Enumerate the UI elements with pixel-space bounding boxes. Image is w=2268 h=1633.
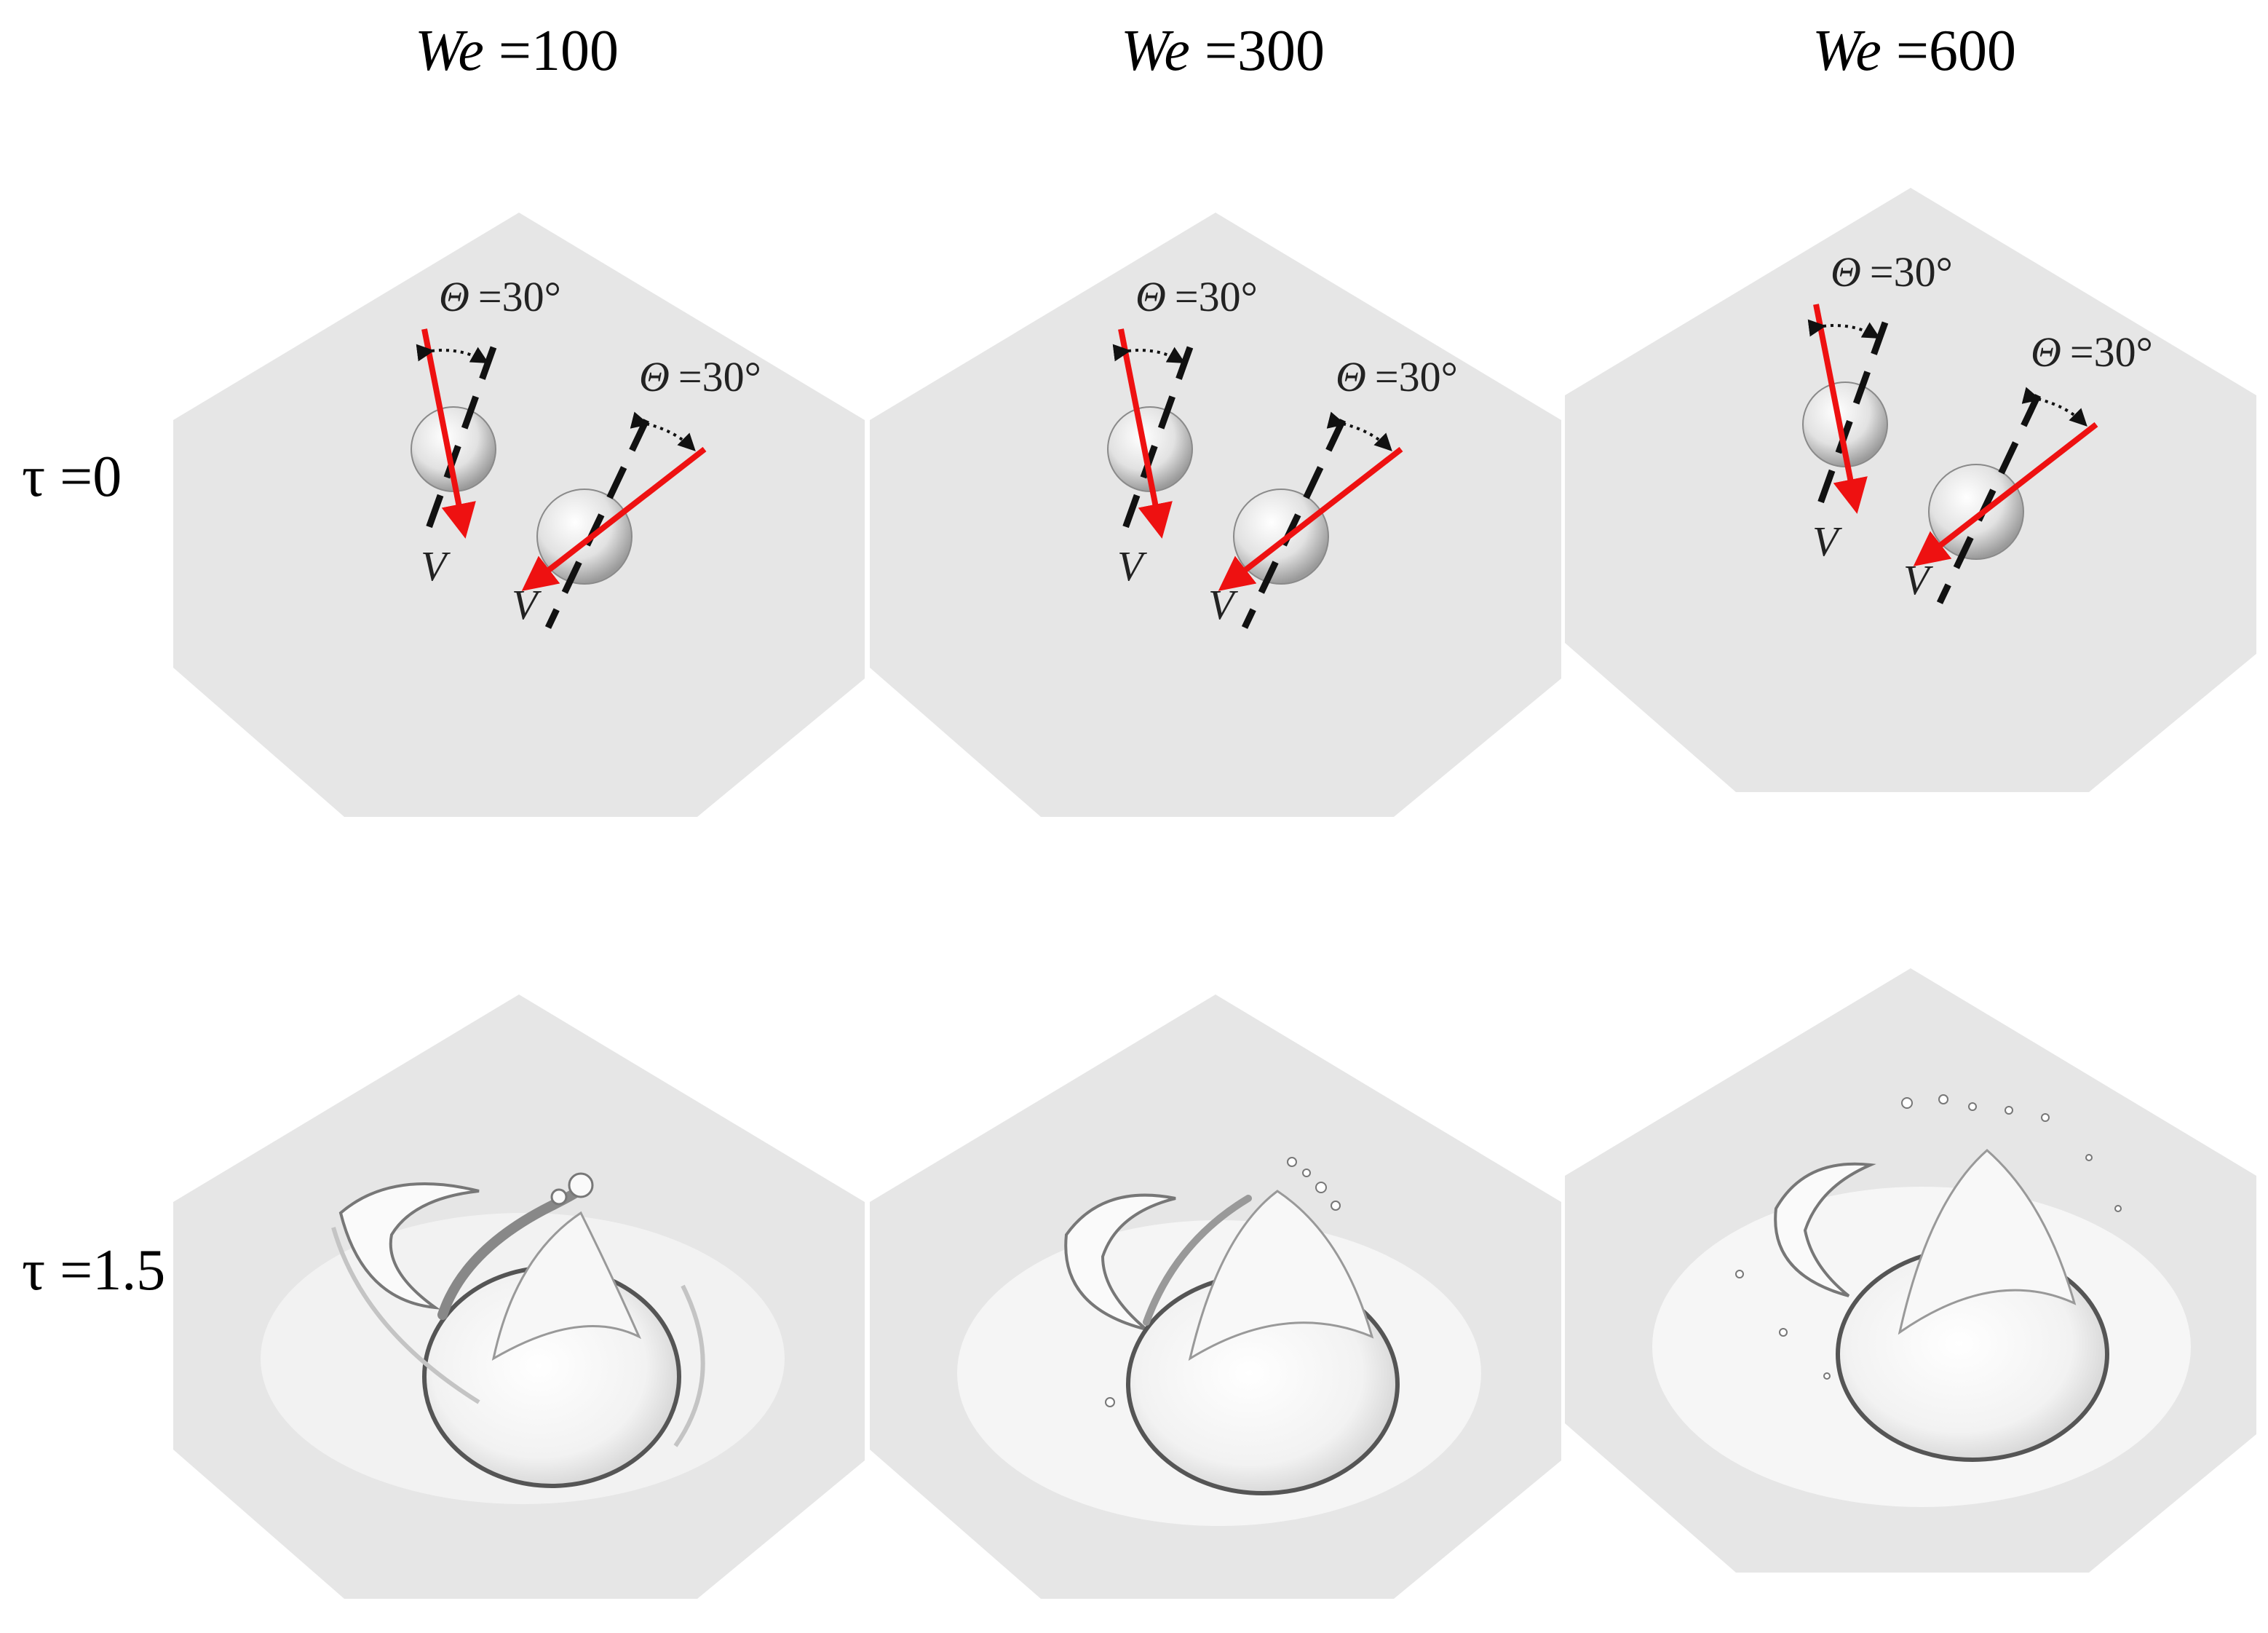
ligament [1143,1195,1252,1326]
satellite-droplet [1968,1102,1977,1111]
satellite-droplet [568,1172,594,1198]
satellite-droplet [2041,1113,2050,1122]
panel-we300-tau1-5 [870,995,1561,1599]
panel-we100-tau1-5 [173,995,865,1599]
angle-value: =30° [2070,328,2153,376]
panel-we300-tau0: Θ=30° V Θ=30° V [870,213,1561,817]
satellite-droplet [1901,1097,1913,1109]
angle-symbol: Θ [439,273,469,320]
satellite-droplet [1315,1182,1327,1193]
plate [1565,188,2256,792]
angle-value: =30° [1375,353,1458,400]
tau-value: =0 [60,445,122,509]
plate [173,213,865,817]
satellite-droplet [1302,1169,1311,1177]
axis-line [1241,419,1347,629]
panel-we100-tau0: Θ=30° V Θ=30° V [173,213,865,817]
tau-value: =1.5 [60,1238,166,1302]
angle-value: =30° [1870,248,1953,296]
svg-text:Θ=30°: Θ=30° [1831,248,1953,296]
velocity-arrow [1913,422,2098,566]
panel-we600-tau1-5 [1565,968,2256,1573]
velocity-arrow [1218,446,1403,591]
weber-value: =300 [1204,19,1325,83]
velocity-label: V [1903,556,1934,604]
tau-symbol: τ [22,1238,46,1302]
column-header-we600: We =600 [1587,22,2242,80]
velocity-label: V [1208,581,1239,628]
satellite-droplet [1779,1328,1788,1337]
svg-text:Θ=30°: Θ=30° [1135,273,1258,320]
axis-line [1117,346,1194,542]
svg-text:Θ=30°: Θ=30° [639,353,761,400]
axis-line [544,419,650,629]
angle-value: =30° [1175,273,1258,320]
satellite-droplet [1331,1201,1341,1211]
angle-symbol: Θ [1336,353,1366,400]
tau-symbol: τ [22,445,46,509]
crown-rim-left [338,1182,480,1310]
angle-arc [416,344,489,363]
weber-symbol: We [1121,19,1190,83]
satellite-droplet [550,1188,568,1206]
axis-line [1936,394,2042,604]
crown-rim-left [1064,1193,1176,1331]
angle-arc [1807,319,1881,339]
velocity-label: V [421,542,451,590]
crown-rim-left [1774,1162,1876,1297]
crown-sheet [1898,1149,2077,1335]
weber-symbol: We [1812,19,1882,83]
ripple [673,1284,705,1447]
satellite-droplet [1823,1372,1831,1380]
angle-symbol: Θ [639,353,670,400]
crown-sheet [1188,1190,1374,1361]
velocity-label: V [512,581,542,628]
satellite-droplet [2005,1106,2013,1115]
svg-text:Θ=30°: Θ=30° [2031,328,2153,376]
satellite-droplet [1938,1094,1948,1104]
satellite-droplet [1735,1270,1744,1278]
weber-value: =600 [1895,19,2016,83]
angle-symbol: Θ [1135,273,1166,320]
weber-value: =100 [498,19,619,83]
angle-value: =30° [678,353,761,400]
angle-value: =30° [478,273,561,320]
axis-line [421,346,497,542]
axis-line [1812,321,1889,517]
velocity-label: V [1117,542,1148,590]
ripple [331,1227,480,1404]
svg-text:Θ=30°: Θ=30° [1336,353,1458,400]
angle-symbol: Θ [2031,328,2061,376]
plate [870,213,1561,817]
velocity-label: V [1812,518,1843,565]
satellite-droplet [1105,1397,1115,1407]
row-label-tau0: τ =0 [22,448,122,506]
column-header-we300: We =300 [895,22,1550,80]
satellite-droplet [2114,1205,2122,1212]
panel-we600-tau0: Θ=30° V Θ=30° V [1565,188,2256,792]
svg-text:Θ=30°: Θ=30° [439,273,561,320]
weber-symbol: We [415,19,484,83]
angle-arc [1112,344,1186,363]
velocity-arrow [521,446,707,591]
angle-symbol: Θ [1831,248,1861,296]
row-label-tau1-5: τ =1.5 [22,1241,165,1300]
satellite-droplet [1287,1157,1297,1167]
satellite-droplet [2085,1154,2093,1161]
column-header-we100: We =100 [189,22,844,80]
crown-sheet [491,1211,642,1361]
